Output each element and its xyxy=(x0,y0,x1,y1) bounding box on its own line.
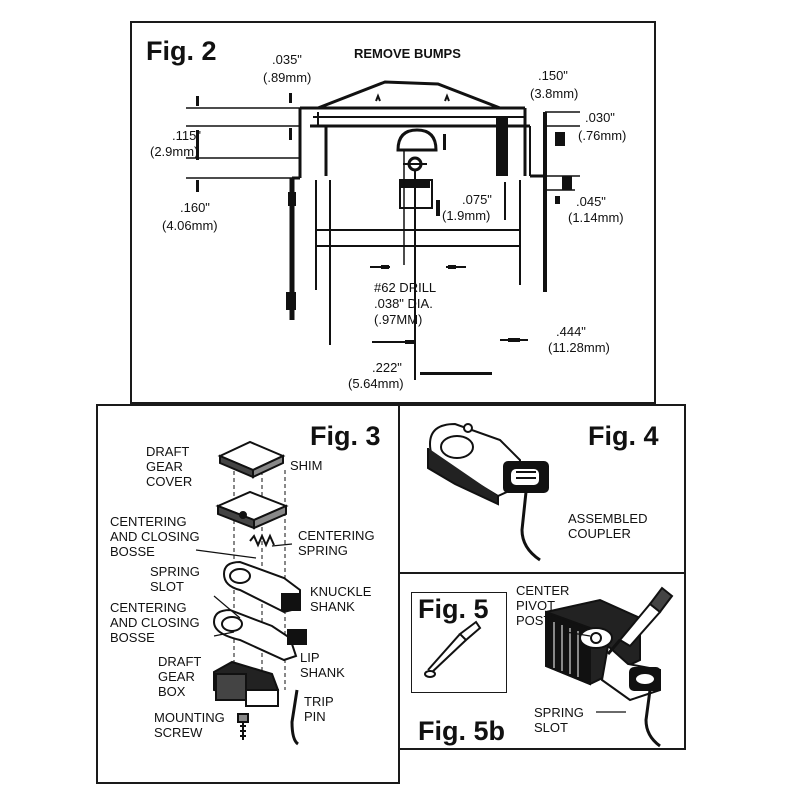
label-centering-closing-bosse-1: CENTERING AND CLOSING BOSSE xyxy=(110,514,200,559)
dim-150-mm: (3.8mm) xyxy=(530,86,579,101)
dim-030-in: .030" xyxy=(585,110,615,125)
label-centering-closing-bosse-2: CENTERING AND CLOSING BOSSE xyxy=(110,600,200,645)
dim-444-mm: (11.28mm) xyxy=(548,340,610,355)
dim-160-in: .160" xyxy=(180,200,210,215)
drill-line-1: #62 DRILL xyxy=(374,280,437,295)
label-trip-pin: TRIP PIN xyxy=(304,694,334,724)
label-shim: SHIM xyxy=(290,458,323,473)
label-spring-slot: SPRING SLOT xyxy=(150,564,200,594)
dim-115-mm: (2.9mm) xyxy=(150,144,199,159)
label-assembled-coupler: ASSEMBLED COUPLER xyxy=(568,511,648,541)
fig3-title: Fig. 3 xyxy=(310,421,381,451)
dim-150-in: .150" xyxy=(538,68,568,83)
label-spring-slot-5b: SPRING SLOT xyxy=(534,705,584,735)
dim-035-in: .035" xyxy=(272,52,302,67)
drill-line-2: .038" DIA. xyxy=(374,296,433,311)
label-draft-gear-box: DRAFT GEAR BOX xyxy=(158,654,202,699)
label-lip-shank: LIP SHANK xyxy=(300,650,345,680)
label-knuckle-shank: KNUCKLE SHANK xyxy=(310,584,372,614)
fig2-title: Fig. 2 xyxy=(146,36,217,66)
dim-075-mm: (1.9mm) xyxy=(442,208,491,223)
fig5b-title: Fig. 5b xyxy=(418,716,505,746)
dim-222-in: .222" xyxy=(372,360,402,375)
fig5-title: Fig. 5 xyxy=(418,594,489,624)
fig4-title: Fig. 4 xyxy=(588,421,659,451)
drill-line-3: (.97MM) xyxy=(374,312,423,327)
label-draft-gear-cover: DRAFT GEAR COVER xyxy=(146,444,193,489)
label-centering-spring: CENTERING SPRING xyxy=(298,528,375,558)
dim-222-mm: (5.64mm) xyxy=(348,376,404,391)
dim-160-mm: (4.06mm) xyxy=(162,218,218,233)
remove-bumps-label: REMOVE BUMPS xyxy=(354,46,461,61)
dim-045-mm: (1.14mm) xyxy=(568,210,624,225)
dim-444-in: .444" xyxy=(556,324,586,339)
dim-045-in: .045" xyxy=(576,194,606,209)
dim-115-in: .115" xyxy=(172,128,201,143)
dim-035-mm: (.89mm) xyxy=(263,70,312,85)
dim-075-in: .075" xyxy=(462,192,492,207)
dim-030-mm: (.76mm) xyxy=(578,128,627,143)
label-mounting-screw: MOUNTING SCREW xyxy=(154,710,225,740)
label-center-pivot-post: CENTER PIVOT POST xyxy=(516,583,570,628)
